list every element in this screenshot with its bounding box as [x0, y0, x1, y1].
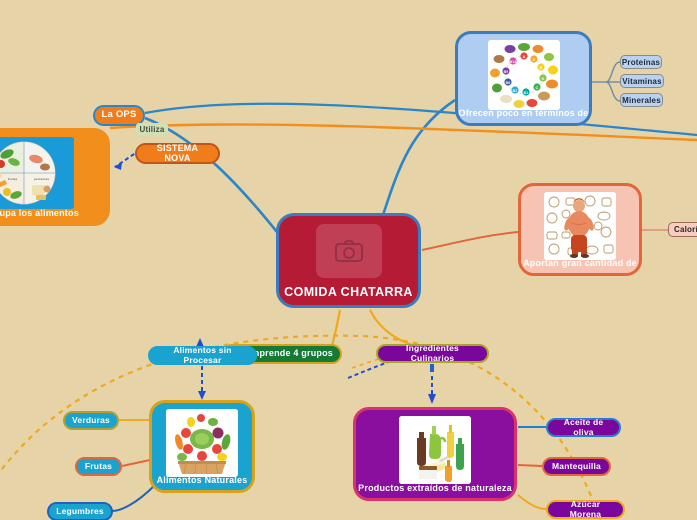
edge-productos-azucar [517, 494, 547, 510]
edge-ops-right [144, 102, 697, 137]
edge-naturales-legumbres [111, 484, 156, 512]
leaf-vitaminas[interactable]: Vitaminas [620, 74, 664, 88]
edge-naturales-frutas [121, 459, 151, 467]
junk-food-person-icon [544, 192, 616, 260]
node-ingredientes-label: Ingredientes Culinarios [406, 343, 459, 363]
svg-text:B2: B2 [512, 89, 517, 93]
node-la-ops-label: La OPS [101, 109, 137, 121]
node-productos-extraidos[interactable]: Productos extraídos de naturaleza [353, 407, 517, 501]
node-azucar-morena[interactable]: Azúcar Morena [546, 500, 625, 519]
node-verduras[interactable]: Verduras [63, 411, 119, 430]
edge-center-to-ops [144, 116, 279, 233]
leaf-minerales[interactable]: Minerales [620, 93, 663, 107]
node-clasifica-agrupa[interactable]: frutas proteinas a y agrupa los alimento… [0, 128, 110, 226]
leaf-calorias[interactable]: Calorías [668, 222, 697, 237]
svg-text:B12: B12 [509, 60, 516, 64]
node-aportan-label: Aportan gran cantidad de [523, 258, 637, 269]
arrowhead-naturales [198, 391, 206, 400]
svg-text:proteinas: proteinas [34, 177, 49, 181]
camera-icon[interactable] [315, 224, 382, 278]
edge-ofrecen-proteinas [605, 61, 621, 83]
food-plate-icon: frutas proteinas [0, 137, 74, 209]
node-comprende-label: omprende 4 grupos [245, 348, 333, 359]
node-alimentos-naturales-label: Alimentos Naturales [156, 475, 248, 486]
node-sin-procesar-label: Alimentos sin Procesar [173, 345, 232, 365]
center-label: COMIDA CHATARRA [284, 285, 413, 299]
node-mantequilla[interactable]: Mantequilla [542, 457, 611, 476]
node-ofrecen-poco[interactable]: A D E K C B1 B2 B6 B9 B12 [455, 31, 592, 126]
svg-text:B1: B1 [523, 91, 528, 95]
svg-text:B6: B6 [505, 81, 510, 85]
leaf-proteinas[interactable]: Proteínas [620, 55, 662, 69]
node-mantequilla-label: Mantequilla [552, 460, 601, 471]
node-sistema-nova-label: SISTEMA NOVA [156, 142, 199, 163]
svg-text:K: K [541, 76, 544, 81]
node-alimentos-sin-procesar[interactable]: Alimentos sin Procesar [148, 346, 257, 365]
node-sistema-nova[interactable]: SISTEMA NOVA [135, 143, 220, 164]
node-utiliza-label: Utiliza [139, 124, 165, 134]
svg-text:A: A [522, 54, 525, 59]
svg-text:C: C [535, 85, 538, 90]
node-verduras-label: Verduras [72, 414, 110, 425]
node-alimentos-naturales[interactable]: Alimentos Naturales [149, 400, 255, 493]
svg-text:E: E [539, 65, 542, 70]
node-legumbres-label: Legumbres [56, 505, 104, 516]
node-ofrecen-poco-label: Ofrecen poco en términos de [458, 108, 589, 119]
leaf-calorias-label: Calorías [674, 225, 697, 234]
node-ingredientes-culinarios[interactable]: Ingredientes Culinarios [376, 344, 489, 363]
node-la-ops[interactable]: La OPS [93, 105, 145, 126]
leaf-proteinas-label: Proteínas [621, 57, 661, 67]
node-legumbres[interactable]: Legumbres [47, 502, 113, 520]
arrowhead-productos [428, 394, 436, 404]
edge-center-to-ofrecen [381, 98, 456, 216]
center-node[interactable]: COMIDA CHATARRA [276, 213, 421, 308]
edge-ofrecen-minerales [605, 81, 621, 102]
edge-productos-mantequilla [517, 464, 543, 467]
vitamin-wheel-icon: A D E K C B1 B2 B6 B9 B12 [487, 40, 560, 110]
node-utiliza: Utiliza [136, 123, 168, 135]
arrowhead-nova [114, 162, 122, 170]
node-aportan-calorias[interactable]: Aportan gran cantidad de [518, 183, 642, 276]
node-aceite-label: Aceite de oliva [563, 417, 604, 437]
node-clasifica-label: a y agrupa los alimentos [0, 208, 79, 219]
node-frutas-label: Frutas [84, 460, 113, 471]
svg-text:B9: B9 [503, 70, 508, 74]
vegetable-basket-icon [166, 409, 238, 477]
node-aceite-de-oliva[interactable]: Aceite de oliva [546, 418, 621, 437]
node-productos-extraidos-label: Productos extraídos de naturaleza [358, 483, 512, 494]
leaf-vitaminas-label: Vitaminas [622, 76, 662, 86]
node-frutas[interactable]: Frutas [75, 457, 122, 476]
leaf-minerales-label: Minerales [622, 95, 661, 105]
edge-center-to-aportan [421, 231, 519, 251]
svg-text:D: D [532, 57, 535, 62]
svg-text:frutas: frutas [8, 177, 18, 181]
node-azucar-label: Azúcar Morena [569, 499, 602, 519]
edge-clasifica-right [109, 123, 697, 142]
oils-bottles-icon [399, 416, 471, 484]
